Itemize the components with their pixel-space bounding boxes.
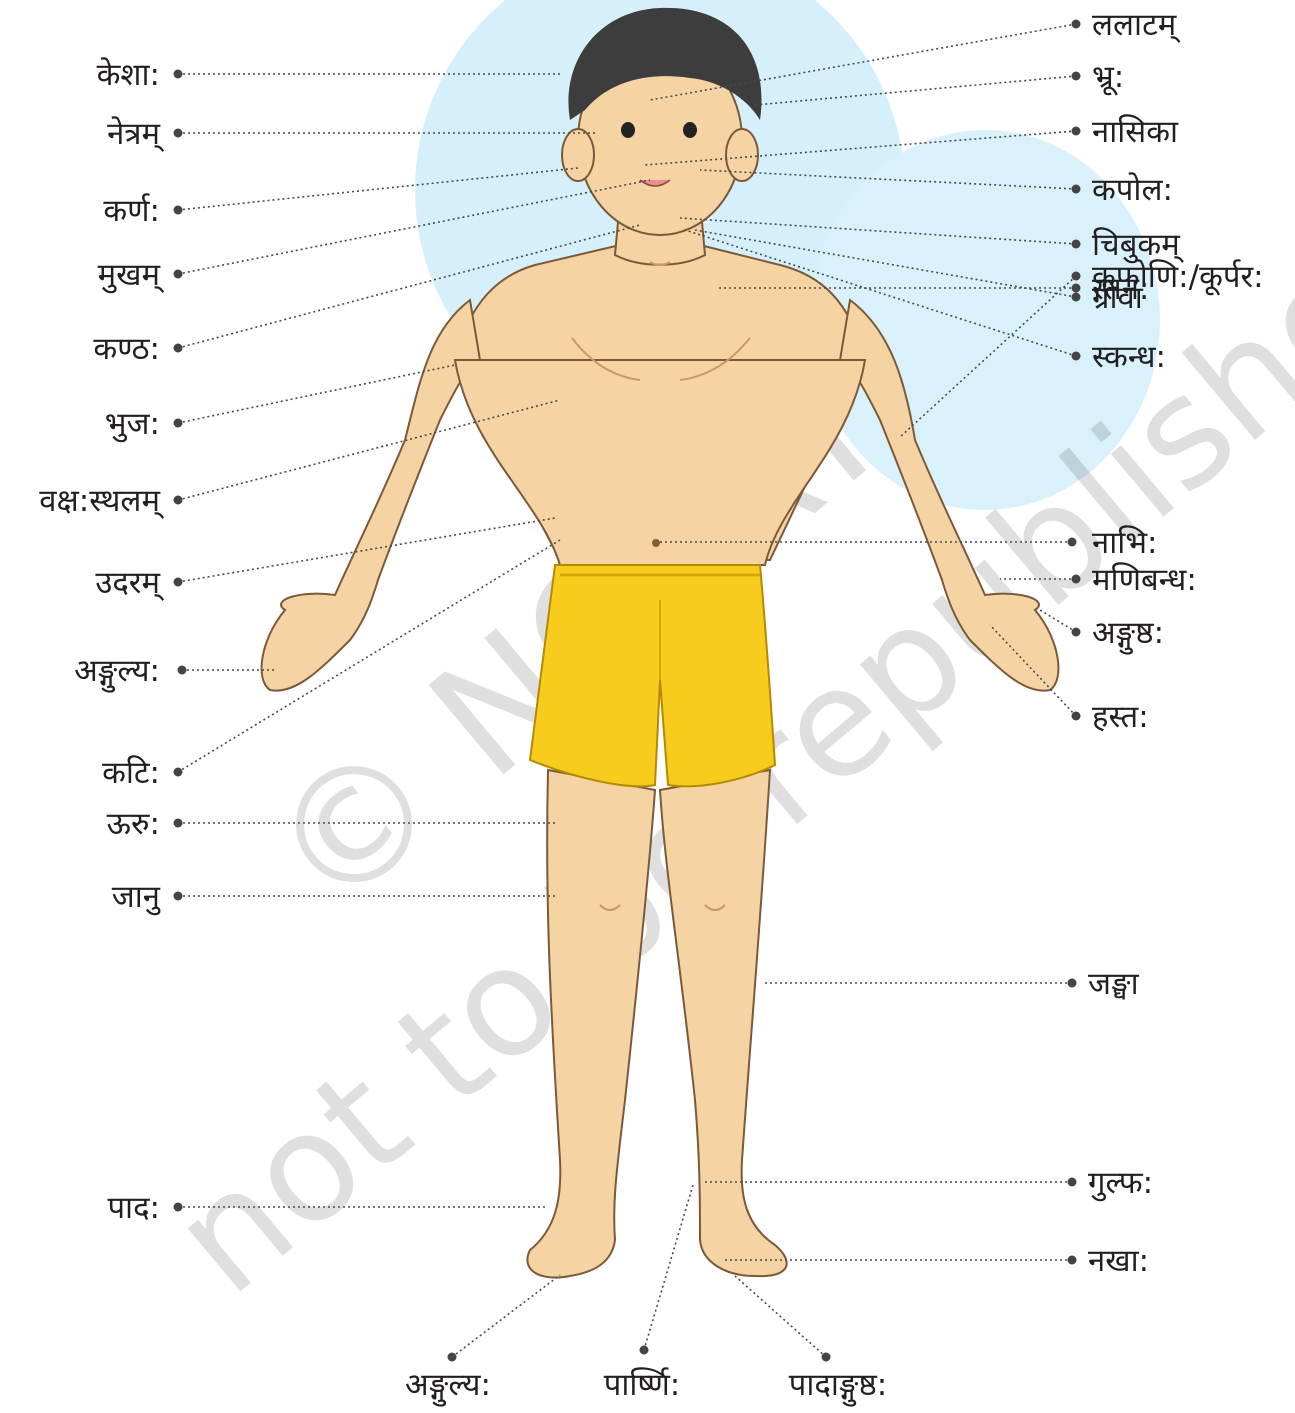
- label-bhujah: भुज:: [105, 406, 160, 443]
- bottom-labels: अङ्गुल्य: पार्ष्णि: पादाङ्गुष्ठ:: [405, 1367, 887, 1407]
- label-gulphah: गुल्फ:: [1088, 1165, 1153, 1202]
- label-uruh: ऊरु:: [107, 806, 160, 842]
- label-skandhah: स्कन्ध:: [1092, 339, 1166, 375]
- right-labels: ललाटम् भ्रू: नासिका कपोल: चिबुकम् ग्रीवा…: [1088, 7, 1264, 1279]
- label-manibandhah: मणिबन्ध:: [1092, 562, 1197, 598]
- label-hastah: हस्त:: [1092, 699, 1149, 735]
- shorts: [530, 565, 775, 786]
- label-padah: पाद:: [107, 1190, 160, 1226]
- label-nabhih: नाभि:: [1092, 525, 1158, 561]
- left-labels: केशा: नेत्रम् कर्ण: मुखम् कण्ठ: भुज: वक्…: [39, 57, 165, 1226]
- label-karnah: कर्ण:: [103, 193, 160, 229]
- label-nakhah: नखा:: [1088, 1243, 1149, 1279]
- label-kaphonih: कफोणि:/कूर्पर:: [1092, 259, 1264, 296]
- label-parshnih: पार्ष्णि:: [604, 1367, 681, 1403]
- label-angulyah-hand: अङ्गुल्य:: [74, 653, 160, 693]
- label-nasika: नासिका: [1092, 114, 1179, 150]
- label-kapolah: कपोल:: [1092, 172, 1173, 208]
- label-netram: नेत्रम्: [107, 116, 165, 152]
- label-janu: जानु: [112, 879, 161, 916]
- label-bhruh: भ्रू:: [1092, 59, 1124, 96]
- label-kanthah: कण्ठ:: [93, 331, 160, 367]
- label-angushthah: अङ्गुष्ठ:: [1092, 615, 1164, 655]
- label-lalatam: ललाटम्: [1092, 7, 1181, 43]
- label-keshah: केशा:: [97, 57, 160, 93]
- label-katih: कटि:: [102, 755, 160, 791]
- label-padangushthah: पादाङ्गुष्ठ:: [789, 1367, 887, 1407]
- label-angulyah-foot: अङ्गुल्य:: [405, 1367, 491, 1407]
- label-jangha: जङ्घा: [1088, 966, 1140, 1002]
- label-mukham: मुखम्: [98, 257, 165, 294]
- label-udaram: उदरम्: [95, 565, 165, 601]
- label-vakshasthalam: वक्ष:स्थलम्: [39, 483, 165, 519]
